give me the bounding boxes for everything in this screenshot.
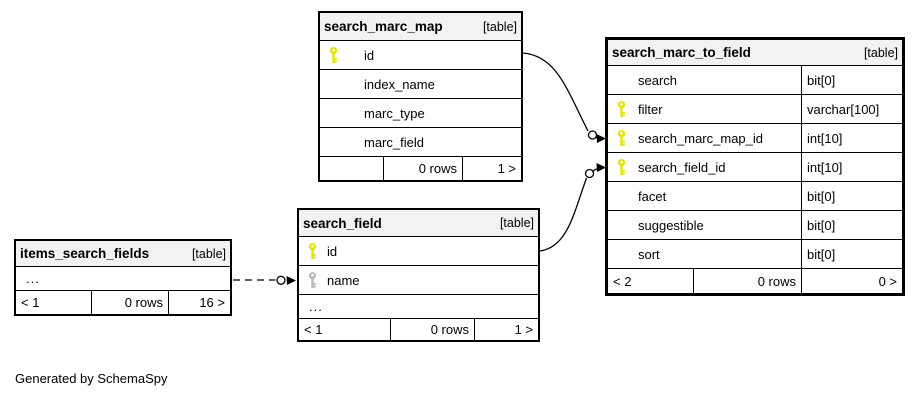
- fk-curve-search-marc-map-id: [522, 52, 606, 143]
- column-name: search: [638, 72, 678, 88]
- table-header[interactable]: search_field [table]: [299, 210, 538, 237]
- primary-key-icon: [617, 130, 626, 147]
- column-name: id: [364, 47, 375, 63]
- table-header[interactable]: items_search_fields [table]: [16, 241, 230, 267]
- primary-key-icon: [329, 47, 338, 64]
- column-row: marc_type: [320, 99, 521, 128]
- table-footer: 0 rows 1 >: [320, 157, 521, 180]
- generated-by-note: Generated by SchemaSpy: [15, 371, 168, 386]
- primary-key-icon: [617, 101, 626, 118]
- column-name: name: [327, 272, 360, 288]
- table-footer: < 1 0 rows 16 >: [16, 291, 230, 314]
- table-title: search_marc_map: [324, 19, 443, 34]
- column-name: suggestible: [638, 217, 704, 233]
- column-row: search_marc_map_id int[10]: [608, 124, 902, 153]
- footer-parent-count: [320, 157, 384, 180]
- index-key-icon: [308, 272, 317, 289]
- table-node-search-marc-to-field[interactable]: search_marc_to_field [table] search bit[…: [605, 37, 905, 296]
- footer-child-count: 0 >: [878, 273, 897, 289]
- table-title: items_search_fields: [20, 246, 150, 261]
- table-type-tag: [table]: [191, 246, 226, 261]
- column-row-ellipsis: ...: [299, 295, 538, 319]
- column-row: suggestible bit[0]: [608, 211, 902, 240]
- column-type: bit[0]: [801, 66, 902, 94]
- column-row: id: [320, 41, 521, 70]
- table-type-tag: [table]: [863, 45, 898, 60]
- table-node-search-marc-map[interactable]: search_marc_map [table] id index_name ma…: [318, 11, 523, 182]
- table-type-tag: [table]: [482, 19, 517, 34]
- column-type: bit[0]: [801, 182, 902, 210]
- column-type: bit[0]: [801, 240, 902, 268]
- footer-row-count: 0 rows: [384, 157, 463, 180]
- table-node-items-search-fields[interactable]: items_search_fields [table] ... < 1 0 ro…: [14, 239, 232, 316]
- column-row: id: [299, 237, 538, 266]
- column-name: search_marc_map_id: [638, 130, 764, 146]
- hidden-columns-ellipsis: ...: [309, 299, 323, 314]
- column-name: id: [327, 243, 338, 259]
- implied-fk-dashed-line: [233, 275, 296, 285]
- column-name: sort: [638, 246, 660, 262]
- column-type: int[10]: [801, 153, 902, 181]
- column-name: marc_type: [364, 105, 425, 121]
- column-row: index_name: [320, 70, 521, 99]
- footer-row-count: 0 rows: [694, 269, 802, 293]
- table-title: search_marc_to_field: [612, 45, 751, 60]
- column-type: int[10]: [801, 124, 902, 152]
- footer-parent-count: < 1: [299, 319, 391, 340]
- primary-key-icon: [308, 243, 317, 260]
- footer-child-count: 1 >: [514, 322, 533, 337]
- footer-child-count: 1 >: [497, 161, 516, 176]
- fk-curve-search-field-id: [539, 163, 606, 252]
- footer-parent-count: < 2: [608, 269, 694, 293]
- table-footer: < 1 0 rows 1 >: [299, 319, 538, 340]
- table-footer: < 2 0 rows 0 >: [608, 269, 902, 293]
- primary-key-icon: [617, 159, 626, 176]
- table-header[interactable]: search_marc_to_field [table]: [608, 40, 902, 66]
- column-row: marc_field: [320, 128, 521, 157]
- column-name: search_field_id: [638, 159, 726, 175]
- footer-row-count: 0 rows: [391, 319, 475, 340]
- column-row-ellipsis: ...: [16, 267, 230, 291]
- table-title: search_field: [303, 215, 382, 231]
- table-type-tag: [table]: [499, 216, 534, 230]
- column-row: search bit[0]: [608, 66, 902, 95]
- column-name: marc_field: [364, 134, 424, 150]
- column-name: filter: [638, 101, 663, 117]
- table-header[interactable]: search_marc_map [table]: [320, 13, 521, 41]
- column-name: facet: [638, 188, 667, 204]
- table-node-search-field[interactable]: search_field [table] id name ...: [297, 208, 540, 342]
- column-row: sort bit[0]: [608, 240, 902, 269]
- column-row: facet bit[0]: [608, 182, 902, 211]
- hidden-columns-ellipsis: ...: [26, 271, 40, 286]
- column-type: bit[0]: [801, 211, 902, 239]
- footer-child-count: 16 >: [199, 295, 225, 310]
- column-row: search_field_id int[10]: [608, 153, 902, 182]
- footer-row-count: 0 rows: [92, 291, 169, 314]
- column-name: index_name: [364, 76, 435, 92]
- column-row: filter varchar[100]: [608, 95, 902, 124]
- column-row: name: [299, 266, 538, 295]
- footer-parent-count: < 1: [16, 291, 92, 314]
- column-type: varchar[100]: [801, 95, 902, 123]
